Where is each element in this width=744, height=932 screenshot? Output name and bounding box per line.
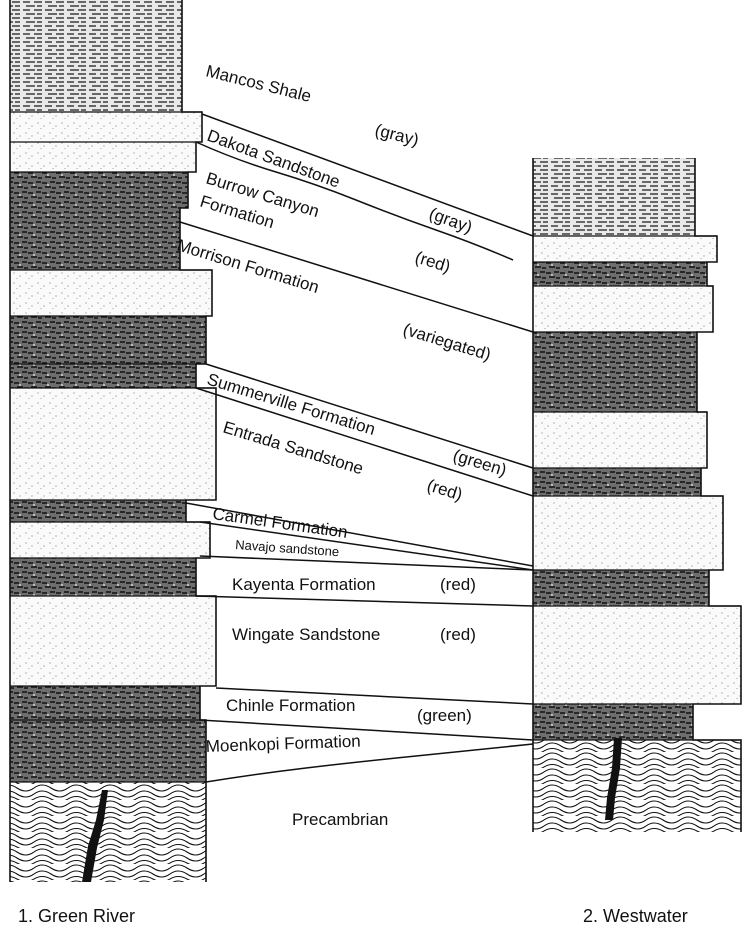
label-morrison-color: (variegated) bbox=[401, 320, 493, 365]
morrison-dark-bed-3 bbox=[10, 316, 206, 364]
morrison-sand-bed bbox=[10, 270, 212, 316]
ww-dakota-bed bbox=[533, 236, 717, 262]
caption-westwater: 2. Westwater bbox=[583, 906, 688, 926]
label-wingate-color: (red) bbox=[440, 625, 476, 644]
ww-wingate-bed bbox=[533, 606, 741, 704]
corr-morrison-top bbox=[180, 222, 533, 332]
wingate-sandstone-bed bbox=[10, 596, 216, 686]
label-chinle-color: (green) bbox=[417, 706, 472, 725]
ww-mancos-shale-bed bbox=[533, 158, 695, 236]
green-river-column bbox=[10, 0, 216, 882]
label-mancos-color: (gray) bbox=[373, 120, 421, 149]
burrow-canyon-bed bbox=[10, 142, 196, 172]
kayenta-bed bbox=[10, 558, 196, 596]
ww-burrow-canyon-bed bbox=[533, 262, 707, 286]
moenkopi-bed bbox=[10, 720, 206, 782]
label-dakota-color: (gray) bbox=[427, 204, 475, 237]
westwater-column bbox=[533, 158, 741, 832]
chinle-bed bbox=[10, 686, 200, 720]
ww-kayenta-bed bbox=[533, 570, 709, 606]
label-kayenta-formation: Kayenta Formation bbox=[232, 575, 376, 594]
ww-entrada-sandstone-bed bbox=[533, 496, 723, 570]
ww-entrada-dark-bed bbox=[533, 468, 701, 496]
corr-summerville-top bbox=[206, 364, 533, 468]
label-burrow-canyon-color: (red) bbox=[413, 248, 453, 277]
navajo-sandstone-bed bbox=[10, 522, 210, 558]
formation-labels: Mancos Shale (gray) Dakota Sandstone (gr… bbox=[175, 61, 509, 829]
morrison-dark-bed-1 bbox=[10, 172, 188, 208]
label-carmel-formation: Carmel Formation bbox=[211, 504, 348, 542]
dakota-sandstone-bed bbox=[10, 112, 202, 142]
summerville-bed bbox=[10, 364, 196, 388]
ww-morrison-dark-bed bbox=[533, 332, 697, 412]
label-entrada-color: (red) bbox=[425, 476, 465, 505]
label-precambrian: Precambrian bbox=[292, 810, 388, 829]
ww-chinle-bed bbox=[533, 704, 693, 740]
label-mancos-shale: Mancos Shale bbox=[204, 61, 313, 105]
label-chinle-formation: Chinle Formation bbox=[226, 696, 355, 715]
ww-summerville-bed bbox=[533, 412, 707, 468]
label-kayenta-color: (red) bbox=[440, 575, 476, 594]
ww-morrison-sand-bed bbox=[533, 286, 713, 332]
morrison-dark-bed-2 bbox=[10, 208, 180, 270]
carmel-bed bbox=[10, 500, 186, 522]
entrada-sandstone-bed bbox=[10, 388, 216, 500]
column-captions: 1. Green River 2. Westwater bbox=[18, 906, 688, 926]
caption-green-river: 1. Green River bbox=[18, 906, 135, 926]
label-wingate-sandstone: Wingate Sandstone bbox=[232, 625, 380, 644]
ww-precambrian-basement bbox=[533, 740, 741, 832]
precambrian-basement bbox=[10, 782, 206, 882]
mancos-shale-bed bbox=[10, 0, 182, 112]
corr-kayenta-base bbox=[196, 596, 533, 606]
label-moenkopi-formation: Moenkopi Formation bbox=[205, 732, 361, 756]
